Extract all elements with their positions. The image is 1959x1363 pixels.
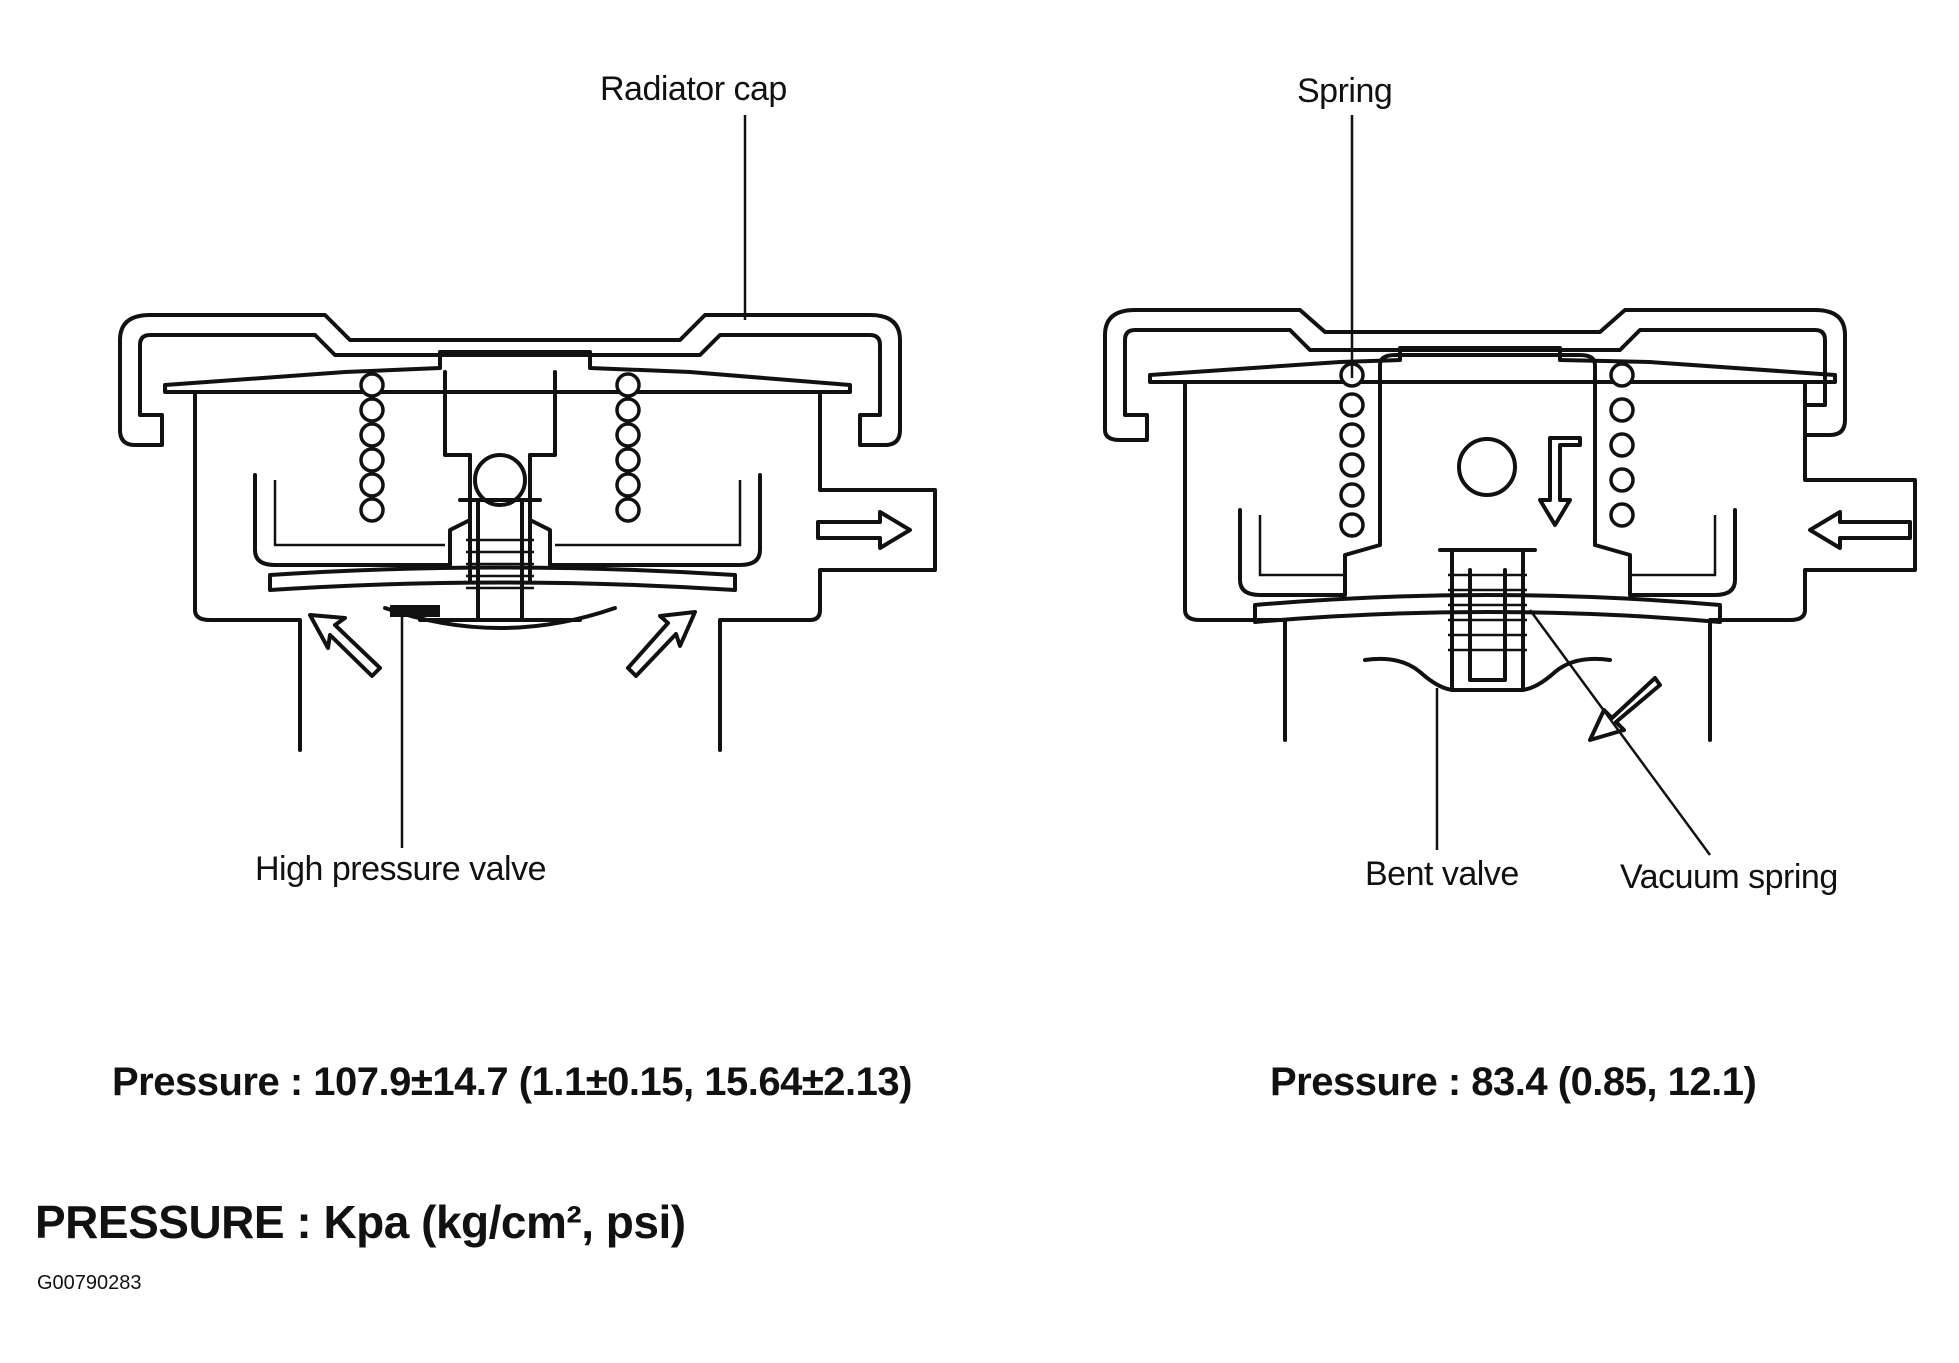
left-cap-center-stem — [458, 453, 542, 622]
right-pressure-spec: Pressure : 83.4 (0.85, 12.1) — [1270, 1060, 1757, 1104]
left-cap-valve-plate — [268, 565, 737, 592]
left-cap-filler-neck — [193, 393, 937, 752]
left-cap-gasket — [163, 350, 852, 394]
right-cap-vacuum-spring — [1448, 573, 1527, 652]
pressure-units-note: PRESSURE : Kpa (kg/cm², psi) — [35, 1196, 686, 1248]
left-cap-main-spring-left — [359, 372, 385, 523]
left-cap-valve-ball — [473, 453, 527, 507]
right-cap-vent-hole — [1457, 437, 1517, 497]
left-cap-seat-pad — [390, 605, 440, 617]
right-cap-valve-plate — [1253, 593, 1722, 624]
left-cap-drawing — [118, 115, 937, 848]
left-cap-main-spring-right — [615, 372, 641, 523]
right-cap-drawing — [1103, 115, 1917, 856]
flow-arrow-icon — [1538, 436, 1912, 742]
left-pressure-spec: Pressure : 107.9±14.7 (1.1±0.15, 15.64±2… — [112, 1060, 912, 1104]
leader-vacuum-spring — [1528, 609, 1712, 856]
right-cap-main-spring-right — [1609, 362, 1635, 528]
label-radiator-cap: Radiator cap — [600, 70, 787, 108]
label-bent-valve: Bent valve — [1365, 855, 1519, 893]
flow-arrow-icon — [308, 510, 912, 678]
label-high-pressure-valve: High pressure valve — [255, 850, 546, 888]
right-cap-inner-cup — [1238, 353, 1737, 597]
left-cap-vacuum-spring — [466, 538, 534, 590]
figure-id: G00790283 — [37, 1272, 142, 1294]
right-cap-filler-neck — [1183, 383, 1917, 742]
right-cap-outer-shell — [1103, 308, 1847, 442]
left-cap-inner-cup — [253, 370, 762, 567]
label-spring: Spring — [1297, 72, 1393, 110]
left-cap-outer-shell — [118, 313, 902, 447]
label-vacuum-spring: Vacuum spring — [1620, 858, 1838, 896]
right-cap-bent-valve — [1363, 656, 1612, 692]
right-cap-main-spring-left — [1339, 362, 1365, 538]
